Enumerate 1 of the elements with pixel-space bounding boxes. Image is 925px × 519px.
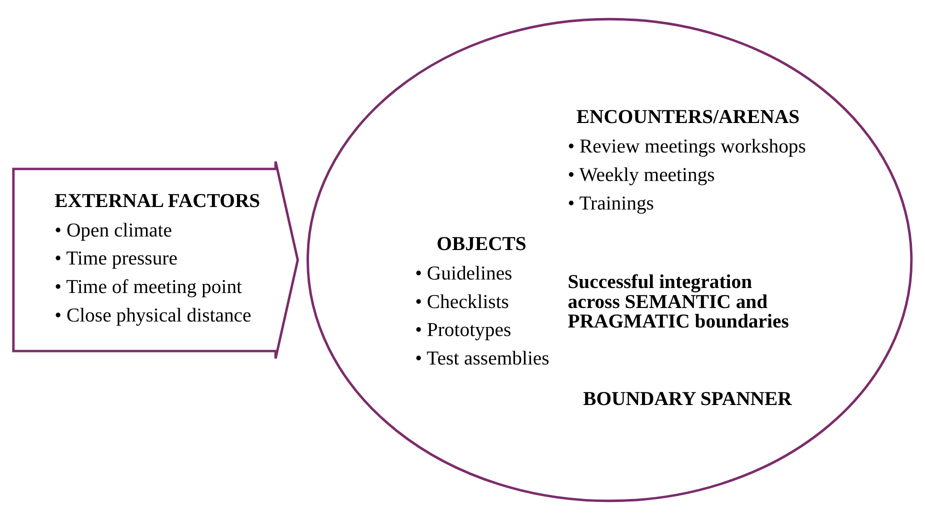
node-ellipse: ENCOUNTERS/ARENAS • Review meetings workshops • Weekly meetings • Trainings OBJECTS • Guidelines • Checklists • Prototypes • Test assemblies Successful integration across SEMANTIC and PRAGMATIC boundaries BOUNDARY SPANNER	[306, 17, 913, 502]
